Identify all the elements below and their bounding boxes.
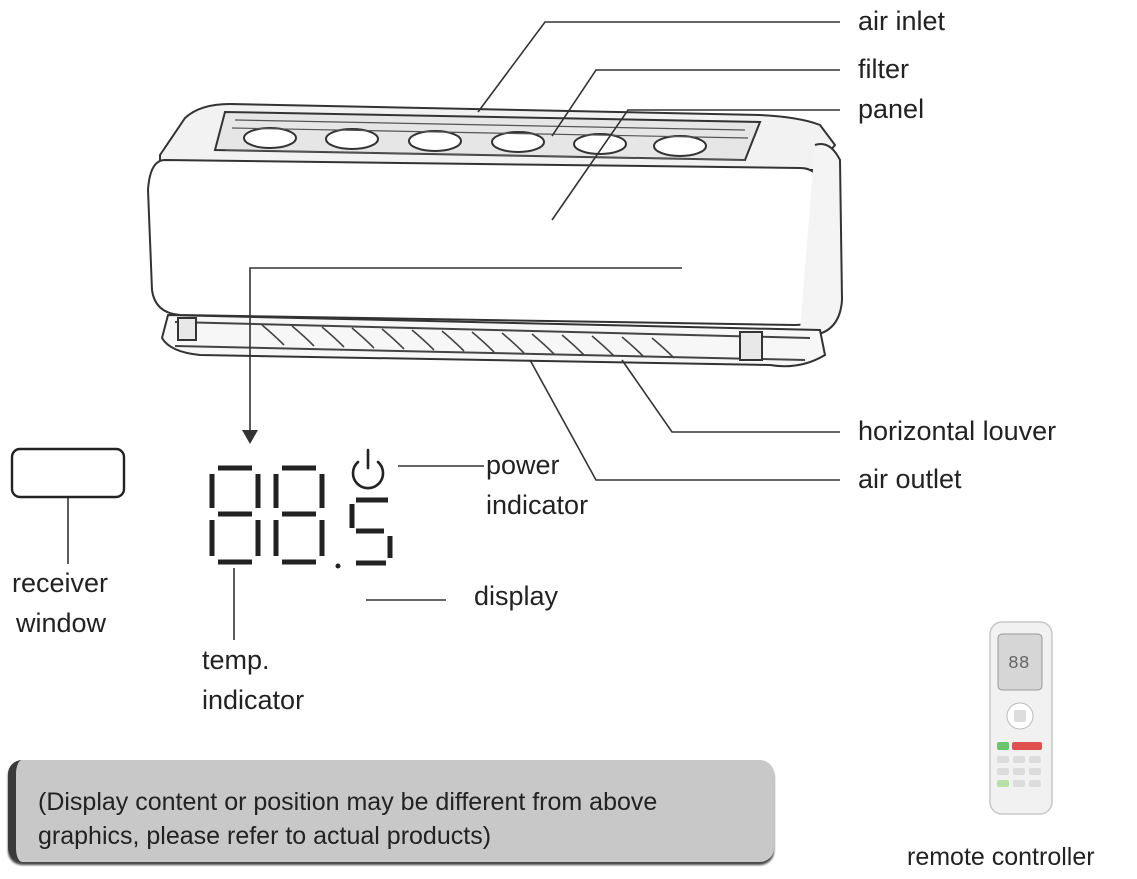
remote-lcd <box>997 633 1043 691</box>
label-receiver-window-line1: receiver <box>12 568 109 598</box>
label-horizontal-louver: horizontal louver <box>858 416 1057 446</box>
power-symbol-icon <box>351 448 385 490</box>
label-remote-controller: remote controller <box>907 843 1095 871</box>
label-filter: filter <box>858 54 910 84</box>
label-panel: panel <box>858 94 925 124</box>
digit-5 <box>349 497 393 566</box>
indoor-unit <box>146 102 844 368</box>
label-temp-indicator-line2: indicator <box>202 685 305 715</box>
label-power-indicator-line1: power <box>486 450 560 480</box>
arrow-head-icon <box>242 430 258 444</box>
horizontal-louver-leader <box>621 359 840 433</box>
remote-controller: 88 <box>989 621 1053 815</box>
panel-leader <box>551 109 840 221</box>
decimal-point <box>335 563 341 569</box>
label-display: display <box>474 581 559 611</box>
air-outlet-leader <box>529 359 840 481</box>
disclaimer-line2: graphics, please refer to actual product… <box>38 821 492 850</box>
disclaimer-note: (Display content or position may be diff… <box>8 760 774 862</box>
label-temp-indicator-line1: temp. <box>202 645 270 675</box>
louver-blades <box>261 324 675 359</box>
seven-segment-readout <box>209 465 393 566</box>
digit-8-second <box>273 465 325 565</box>
front-panel <box>146 158 821 327</box>
leader-lines <box>67 21 840 640</box>
receiver-window-box <box>10 447 126 499</box>
label-air-inlet: air inlet <box>858 6 946 36</box>
display-pointer-line <box>249 267 682 430</box>
label-power-indicator-line2: indicator <box>486 490 589 520</box>
air-inlet-leader <box>477 21 840 113</box>
digit-8-first <box>209 465 261 565</box>
label-air-outlet: air outlet <box>858 464 962 494</box>
remote-lcd-digits: 88 <box>1008 654 1030 674</box>
air-outlet-frame <box>160 313 827 368</box>
disclaimer-line1: (Display content or position may be diff… <box>38 788 658 816</box>
filter-mesh <box>243 127 707 157</box>
filter-leader <box>551 69 840 137</box>
label-receiver-window-line2: window <box>16 608 107 638</box>
